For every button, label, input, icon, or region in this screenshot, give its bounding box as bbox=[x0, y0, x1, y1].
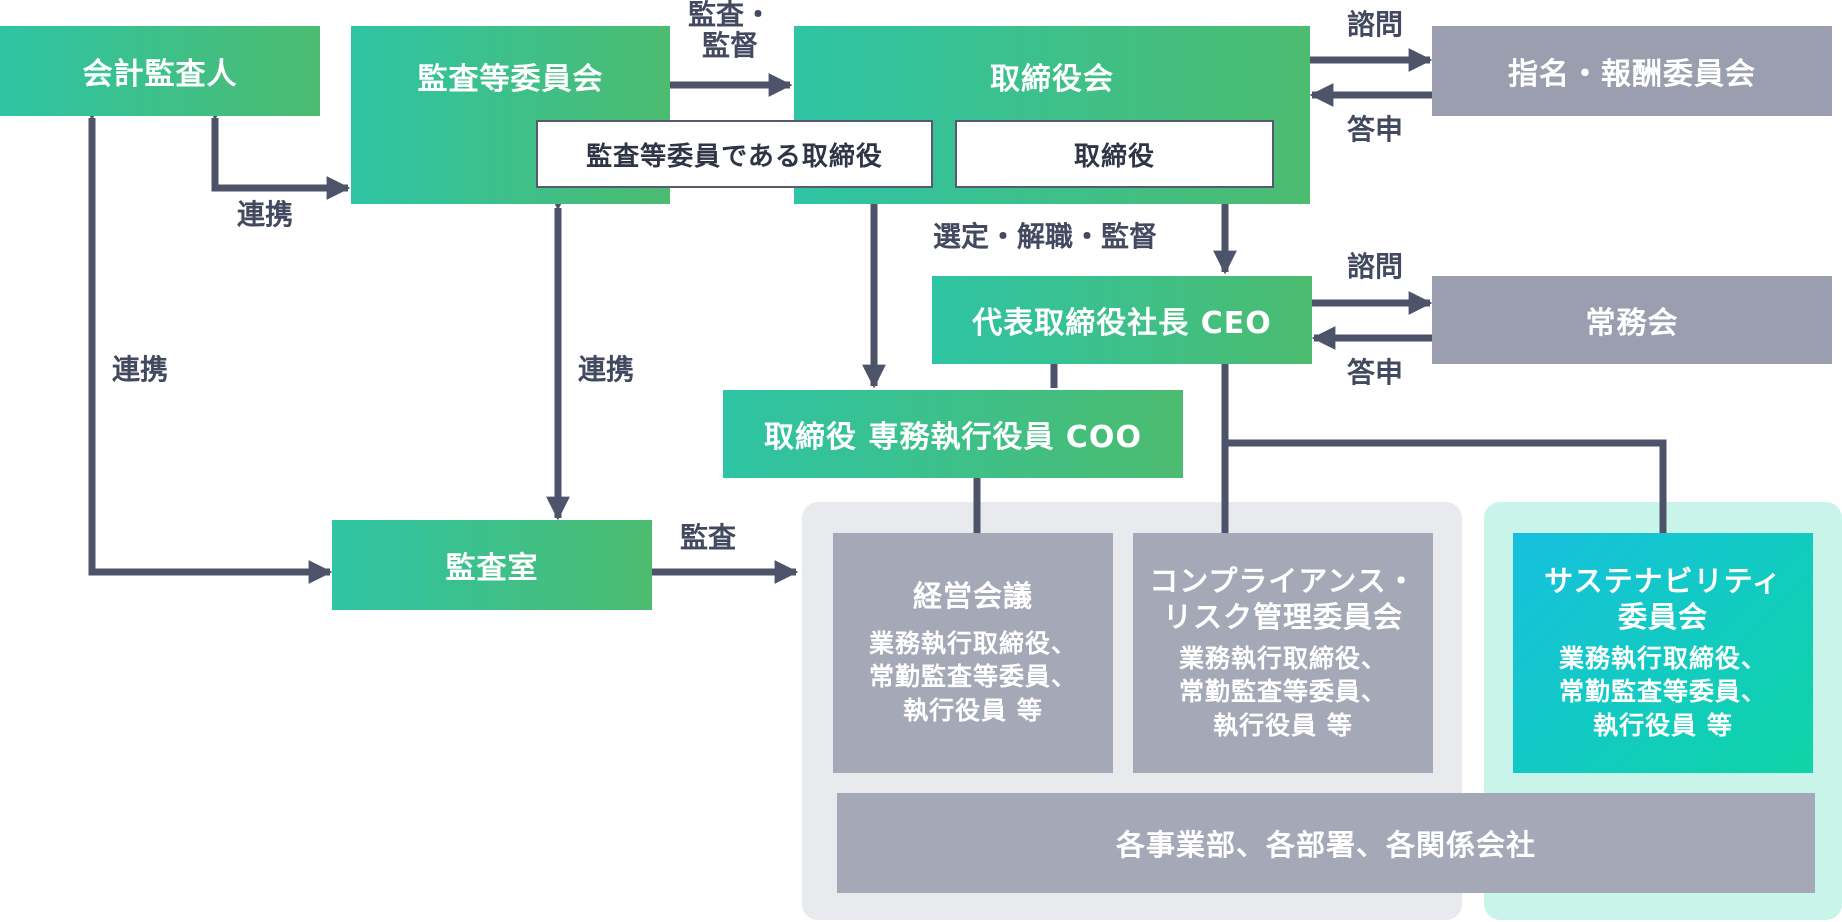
label-consult-2: 諮問 bbox=[1346, 250, 1403, 283]
label-consult-1: 諮問 bbox=[1346, 8, 1403, 41]
label-report-2: 答申 bbox=[1346, 356, 1403, 389]
compliance-committee-members: 業務執行取締役、 常勤監査等委員、 執行役員 等 bbox=[1178, 643, 1387, 741]
label-audit: 監査 bbox=[679, 521, 736, 554]
compliance-committee-box: コンプライアンス・ リスク管理委員会 業務執行取締役、 常勤監査等委員、 執行役… bbox=[1133, 533, 1433, 773]
arrow-cooperation-1 bbox=[203, 96, 351, 200]
nomination-box: 指名・報酬委員会 bbox=[1432, 26, 1832, 116]
management-meeting-title: 経営会議 bbox=[912, 579, 1033, 614]
label-cooperation-3: 連携 bbox=[577, 353, 634, 386]
sustainability-committee-box: サステナビリティ 委員会 業務執行取締役、 常勤監査等委員、 執行役員 等 bbox=[1513, 533, 1813, 773]
coo-box: 取締役 専務執行役員 COO bbox=[723, 390, 1183, 478]
label-audit-supervise: 監査・ 監督 bbox=[687, 0, 772, 62]
divisions-box: 各事業部、各部署、各関係会社 bbox=[837, 793, 1815, 893]
label-cooperation-2: 連携 bbox=[111, 353, 168, 386]
ceo-label: 代表取締役社長 CEO bbox=[972, 306, 1272, 341]
management-meeting-members: 業務執行取締役、 常勤監査等委員、 執行役員 等 bbox=[868, 628, 1077, 726]
auditor-label: 会計監査人 bbox=[82, 57, 238, 92]
audit-office-label: 監査室 bbox=[445, 551, 539, 586]
executive-committee-box: 常務会 bbox=[1432, 276, 1832, 364]
label-cooperation-1: 連携 bbox=[236, 198, 293, 231]
coo-label: 取締役 専務執行役員 COO bbox=[764, 420, 1142, 455]
nomination-label: 指名・報酬委員会 bbox=[1508, 57, 1756, 92]
compliance-committee-title: コンプライアンス・ リスク管理委員会 bbox=[1149, 564, 1417, 635]
executive-committee-label: 常務会 bbox=[1585, 306, 1679, 341]
auditor-box: 会計監査人 bbox=[0, 26, 320, 116]
director-ac-box: 監査等委員である取締役 bbox=[536, 120, 933, 188]
management-meeting-box: 経営会議 業務執行取締役、 常勤監査等委員、 執行役員 等 bbox=[833, 533, 1113, 773]
ceo-box: 代表取締役社長 CEO bbox=[932, 276, 1312, 364]
label-report-1: 答申 bbox=[1346, 113, 1403, 146]
board-label: 取締役会 bbox=[990, 62, 1114, 97]
director-ac-label: 監査等委員である取締役 bbox=[586, 141, 883, 172]
sustainability-committee-title: サステナビリティ 委員会 bbox=[1544, 564, 1782, 635]
label-select-dismiss: 選定・解職・監督 bbox=[932, 220, 1157, 253]
audit-office-box: 監査室 bbox=[332, 520, 652, 610]
line-ceo-sustainability bbox=[1225, 439, 1667, 533]
divisions-label: 各事業部、各部署、各関係会社 bbox=[1115, 828, 1536, 862]
director-box: 取締役 bbox=[955, 120, 1274, 188]
arrow-cooperation-2 bbox=[80, 96, 333, 584]
audit-committee-label: 監査等委員会 bbox=[417, 62, 604, 97]
sustainability-committee-members: 業務執行取締役、 常勤監査等委員、 執行役員 等 bbox=[1558, 643, 1767, 741]
director-label: 取締役 bbox=[1073, 141, 1155, 172]
